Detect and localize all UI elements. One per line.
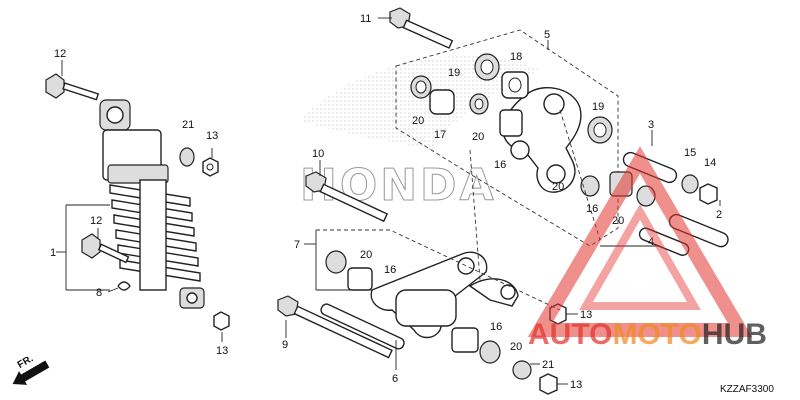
washer-15 (681, 174, 699, 194)
seal-20-c (580, 175, 600, 197)
callout-16-a: 16 (494, 159, 506, 171)
seal-19-b (587, 116, 613, 144)
callout-14: 14 (704, 157, 716, 169)
seal-20-f (479, 340, 501, 364)
callout-16-d: 16 (490, 321, 502, 333)
callout-16-b: 16 (586, 203, 598, 215)
callout-13-upper: 13 (206, 130, 218, 142)
callout-7: 7 (294, 239, 300, 251)
callout-17: 17 (434, 129, 446, 141)
brand-wing-logo: HONDA (300, 56, 540, 212)
callout-1: 1 (50, 247, 56, 259)
callout-15: 15 (684, 147, 696, 159)
callout-12-lower: 12 (90, 215, 102, 227)
brand-outline-text: HONDA (300, 160, 497, 211)
rear-shock-absorber (99, 99, 205, 309)
callout-6: 6 (392, 373, 398, 385)
callout-16-c: 16 (384, 264, 396, 276)
link-7-outline (316, 229, 561, 311)
diagram-code: KZZAF3300 (720, 384, 774, 395)
link-7-body (370, 251, 519, 339)
bushing-18 (501, 71, 529, 99)
axis-line-a (469, 149, 481, 281)
watermark: AUTOMOTOHUB (527, 146, 767, 351)
callout-20-c: 20 (552, 181, 564, 193)
nut-14 (699, 183, 718, 205)
callout-18: 18 (510, 51, 522, 63)
callout-19-a: 19 (448, 67, 460, 79)
washer-21-upper (179, 147, 195, 167)
seal-20-b (469, 93, 489, 115)
watermark-text: AUTOMOTOHUB (528, 318, 767, 351)
bolt-11 (389, 7, 454, 49)
front-direction-marker: FR. (12, 353, 50, 385)
nut-13-shock-bottom (213, 311, 230, 331)
callout-12-top: 12 (54, 48, 66, 60)
callout-13-link: 13 (580, 309, 592, 321)
seal-19-a (474, 53, 500, 81)
callout-labels: 1 2 3 4 5 6 7 8 9 10 11 12 12 13 13 13 1… (50, 13, 722, 391)
callout-11: 11 (360, 13, 371, 25)
seal-20-a (410, 75, 432, 99)
callout-20-a: 20 (412, 115, 424, 127)
bearing-16-a (499, 109, 523, 137)
callout-19-b: 19 (592, 101, 604, 113)
bolt-12-lower (81, 233, 130, 264)
link-5-outline (395, 29, 619, 247)
callout-21-lower: 21 (542, 359, 554, 371)
watermark-hub: HUB (702, 318, 767, 351)
clip-8 (117, 281, 131, 291)
nut-13-upper (202, 157, 219, 177)
callout-21-upper: 21 (182, 119, 194, 131)
bearing-16-c (347, 267, 373, 291)
axis-line-b (559, 109, 601, 241)
callout-20-e: 20 (360, 249, 372, 261)
leader-lines (56, 17, 721, 385)
callout-20-f: 20 (510, 341, 522, 353)
bearing-16-d (451, 327, 479, 353)
bushing-17 (429, 89, 455, 115)
callout-2: 2 (716, 209, 722, 221)
callout-20-d: 20 (612, 215, 624, 227)
callout-13-shock: 13 (216, 345, 228, 357)
collar-6 (320, 303, 405, 350)
callout-9: 9 (282, 339, 288, 351)
bolt-10 (305, 171, 389, 223)
seal-20-e (325, 250, 347, 274)
bolt-12-top (45, 73, 100, 101)
washer-21-lower (512, 360, 532, 380)
callout-20-b: 20 (472, 131, 484, 143)
callout-8: 8 (96, 287, 102, 299)
bolt-9 (277, 295, 393, 359)
watermark-moto: MOTO (612, 318, 701, 351)
front-arrow-icon (12, 360, 50, 385)
callout-3: 3 (648, 119, 654, 131)
callout-5: 5 (544, 29, 550, 41)
watermark-triangle (527, 146, 753, 337)
callout-13-lower: 13 (570, 379, 582, 391)
nut-13-lower (539, 373, 558, 395)
watermark-auto: AUTO (528, 318, 612, 351)
callout-10: 10 (312, 148, 324, 160)
callout-4: 4 (648, 236, 654, 248)
